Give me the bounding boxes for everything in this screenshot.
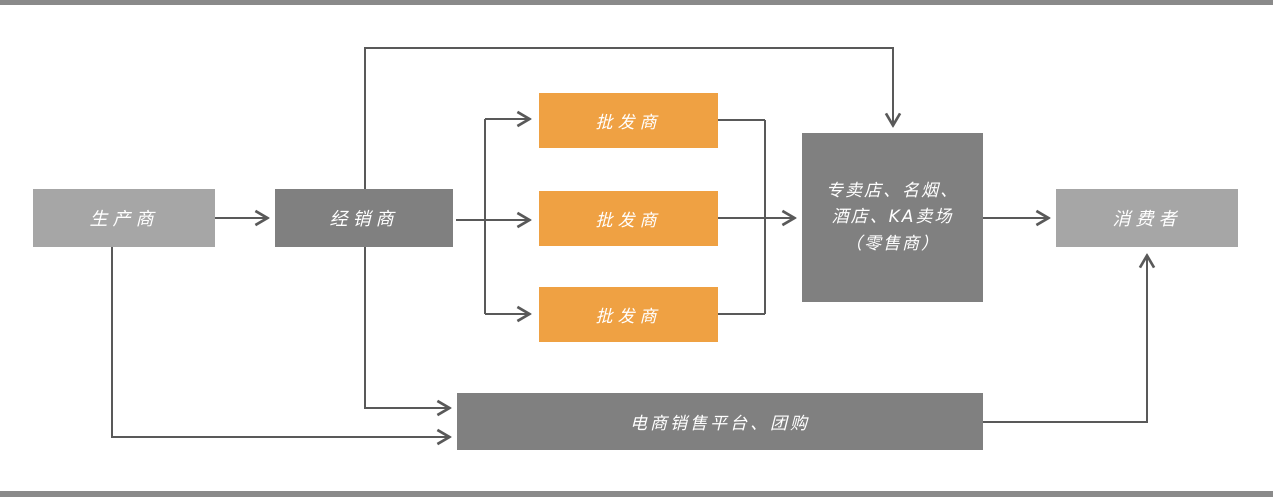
node-producer-label: 生产商 bbox=[89, 209, 159, 230]
arrow-ecommerce-to-consumer bbox=[983, 257, 1147, 423]
node-consumer: 消费者 bbox=[1056, 189, 1238, 247]
node-distributor-label: 经销商 bbox=[329, 209, 399, 230]
node-retailer-label-line-1: 专卖店、名烟、 bbox=[826, 180, 959, 201]
node-retailer: 专卖店、名烟、 酒店、KA卖场 （零售商） bbox=[802, 133, 983, 302]
arrow-distributor-to-ecommerce bbox=[364, 247, 448, 408]
node-wholesaler-2-label: 批发商 bbox=[595, 211, 662, 231]
node-wholesaler-3-label: 批发商 bbox=[595, 307, 662, 327]
node-ecommerce-label: 电商销售平台、团购 bbox=[630, 414, 810, 434]
node-retailer-label-line-3: （零售商） bbox=[845, 233, 940, 254]
node-retailer-label-line-2: 酒店、KA卖场 bbox=[831, 207, 954, 228]
bottom-border-bar bbox=[0, 491, 1273, 497]
arrow-distributor-to-retailer-top bbox=[364, 47, 893, 189]
node-wholesaler-2: 批发商 bbox=[539, 191, 718, 246]
node-wholesaler-1: 批发商 bbox=[539, 93, 718, 148]
node-ecommerce: 电商销售平台、团购 bbox=[457, 393, 983, 450]
node-producer: 生产商 bbox=[33, 189, 215, 247]
top-border-bar bbox=[0, 0, 1273, 5]
node-distributor: 经销商 bbox=[275, 189, 453, 247]
arrow-producer-to-ecommerce bbox=[111, 247, 448, 437]
node-wholesaler-1-label: 批发商 bbox=[595, 113, 662, 133]
node-consumer-label: 消费者 bbox=[1112, 209, 1182, 230]
node-wholesaler-3: 批发商 bbox=[539, 287, 718, 342]
